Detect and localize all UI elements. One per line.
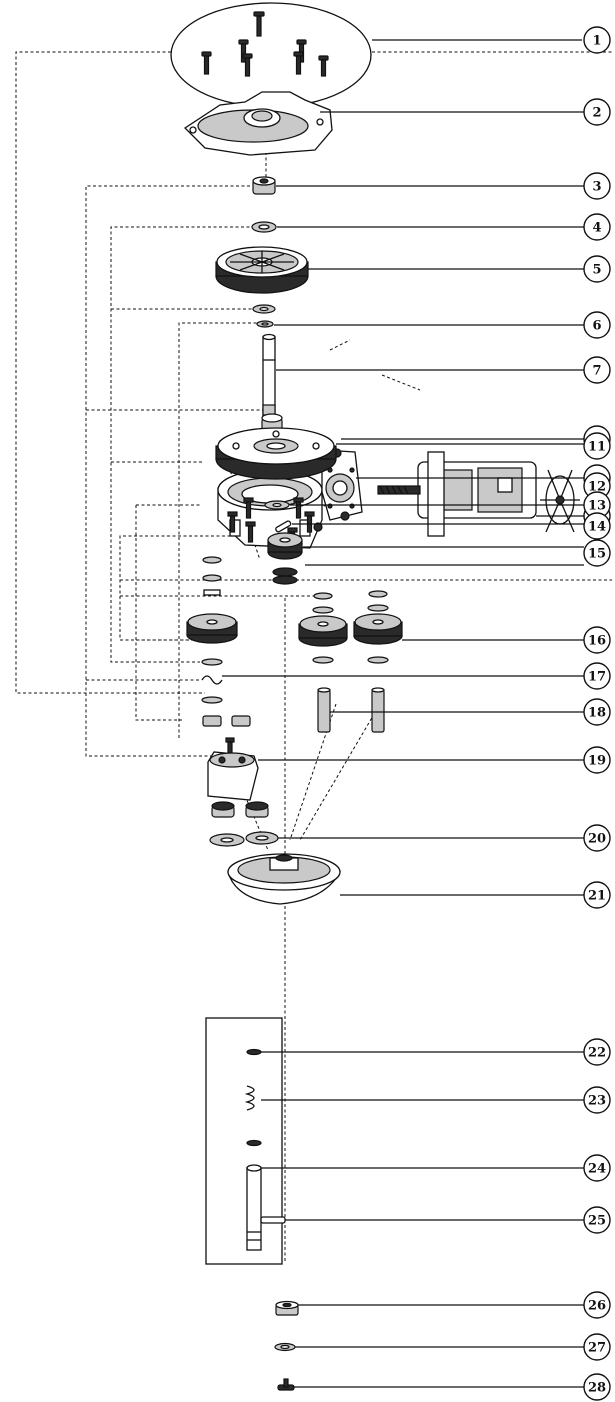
gearbox-top-cover <box>183 91 333 156</box>
callout-badge: 22 <box>583 1038 611 1066</box>
planet-gear-right <box>353 590 403 645</box>
callout-badge: 28 <box>583 1373 611 1401</box>
callout-number: 28 <box>588 1381 606 1396</box>
callout-number: 3 <box>592 180 601 195</box>
retaining-clip <box>246 1048 262 1056</box>
bottom-screw <box>277 1378 295 1391</box>
callout-badges: 1 2 3 4 5 6 7 8 9 10 11 12 13 14 15 16 1… <box>583 26 611 1401</box>
callout-badge: 24 <box>583 1154 611 1182</box>
callout-number: 21 <box>588 889 606 904</box>
callout-badge: 7 <box>583 356 611 384</box>
bottom-bushing <box>275 1300 299 1316</box>
washer-pair <box>252 304 276 328</box>
callout-number: 15 <box>588 547 606 562</box>
cross-pin <box>260 1216 286 1224</box>
hex-nut <box>252 176 276 195</box>
motor-fan <box>540 469 580 533</box>
callout-number: 25 <box>588 1214 606 1229</box>
callout-number: 27 <box>588 1341 606 1356</box>
support-pins <box>317 687 385 733</box>
callout-number: 2 <box>592 106 601 121</box>
gear-housing <box>217 449 363 549</box>
callout-badge: 12 <box>583 472 611 500</box>
callout-number: 4 <box>592 221 601 236</box>
washer <box>264 500 290 510</box>
callout-number: 11 <box>588 440 606 455</box>
callout-badge: 26 <box>583 1291 611 1319</box>
callout-badge: 27 <box>583 1333 611 1361</box>
washer-stack <box>201 656 389 704</box>
screw-icon <box>277 1378 295 1391</box>
callout-number: 26 <box>588 1299 606 1314</box>
callout-number: 1 <box>592 34 601 49</box>
callout-number: 20 <box>588 832 606 847</box>
output-shaft-frame <box>205 1017 283 1265</box>
pinion-gear <box>267 532 303 585</box>
callout-number: 17 <box>588 670 606 685</box>
callout-number: 19 <box>588 754 606 769</box>
main-ring-gear <box>215 427 337 480</box>
callout-number: 12 <box>588 480 606 495</box>
screw-icon <box>245 521 256 543</box>
callout-badge: 25 <box>583 1206 611 1234</box>
callout-badge: 17 <box>583 662 611 690</box>
callout-badge: 19 <box>583 746 611 774</box>
screw-icon <box>318 55 329 77</box>
flat-washer-pair <box>209 831 279 847</box>
planet-gear-left <box>186 613 238 644</box>
callout-number: 22 <box>588 1046 606 1061</box>
planet-gear-middle <box>298 592 348 647</box>
callout-badge: 3 <box>583 172 611 200</box>
callout-badge: 16 <box>583 626 611 654</box>
callout-number: 16 <box>588 634 606 649</box>
callout-badge: 18 <box>583 698 611 726</box>
small-washer-stack <box>202 556 222 596</box>
pin <box>275 520 292 533</box>
screw-icon <box>253 11 265 37</box>
callout-badge: 23 <box>583 1086 611 1114</box>
assembly-guide-lines <box>15 51 612 1262</box>
screw-icon <box>227 511 238 533</box>
coil-spring <box>244 1085 255 1111</box>
callout-badge: 14 <box>583 512 611 540</box>
small-bushings <box>202 715 251 755</box>
callout-badge: 21 <box>583 881 611 909</box>
washer <box>251 221 277 233</box>
screw-icon <box>242 53 253 77</box>
callout-number: 5 <box>592 263 601 278</box>
callout-number: 23 <box>588 1094 606 1109</box>
screw-icon <box>225 737 235 755</box>
bottom-washer <box>274 1342 296 1352</box>
callout-number: 24 <box>588 1162 606 1177</box>
screw-icon <box>243 497 254 519</box>
callout-number: 13 <box>588 499 606 514</box>
callout-badge: 4 <box>583 213 611 241</box>
callout-number: 7 <box>592 364 601 379</box>
callout-badge: 20 <box>583 824 611 852</box>
callout-badge: 15 <box>583 539 611 567</box>
callout-badge: 2 <box>583 98 611 126</box>
base-plate <box>227 853 342 905</box>
output-shaft <box>246 1164 262 1251</box>
large-spur-gear <box>215 246 309 294</box>
carrier-bracket <box>207 751 259 801</box>
callout-number: 6 <box>592 319 601 334</box>
screw-icon <box>293 497 304 519</box>
bearing-pair <box>211 801 269 818</box>
callout-number: 18 <box>588 706 606 721</box>
screw-set-group <box>170 2 372 108</box>
callout-badge: 1 <box>583 26 611 54</box>
screw-icon <box>238 39 249 63</box>
callout-badge: 5 <box>583 255 611 283</box>
screw-icon <box>201 51 212 75</box>
retaining-clip <box>246 1139 262 1147</box>
callout-number: 14 <box>588 520 606 535</box>
screw-icon <box>293 51 304 75</box>
callout-badge: 11 <box>583 432 611 460</box>
callout-badge: 6 <box>583 311 611 339</box>
callout-badge: 13 <box>583 491 611 519</box>
callout-leaders <box>222 39 584 1388</box>
